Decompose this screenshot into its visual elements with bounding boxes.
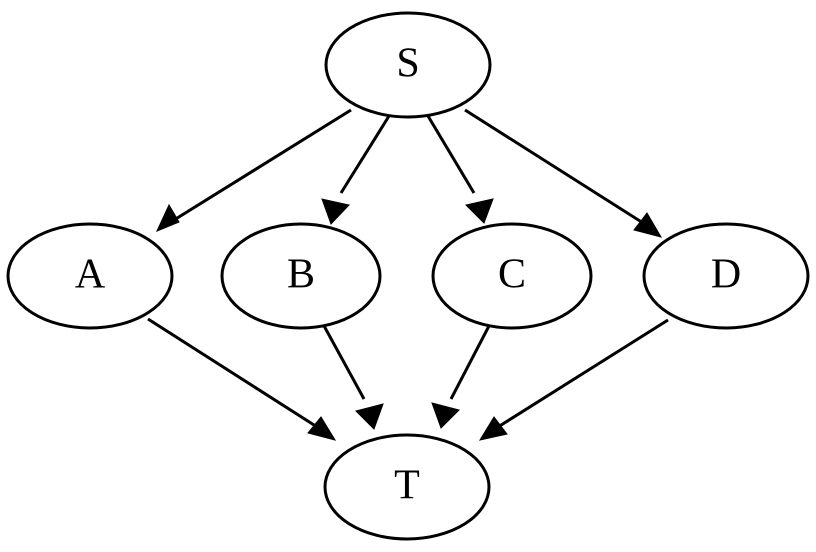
edge-c-t[interactable] [431,323,492,429]
node-s-ellipse [324,11,492,119]
edge-b-t-line [321,323,366,400]
node-t-label: T [394,463,420,509]
node-a-ellipse [6,222,174,330]
node-t-ellipse [323,433,491,541]
edge-d-t-line [489,318,669,434]
node-b-label: B [287,252,315,298]
edge-s-b-arrowhead [321,198,350,225]
node-layer: S A B C D T [6,11,810,541]
node-t[interactable]: T [323,433,491,541]
node-s-label: S [396,41,419,87]
node-a[interactable]: A [6,222,174,330]
edge-c-t-line [449,323,492,400]
edge-d-t-arrowhead [478,416,508,441]
node-a-label: A [75,252,106,298]
edge-a-t-line [147,317,326,434]
edge-s-d-arrowhead [633,212,663,238]
node-c-label: C [498,252,526,298]
edge-s-a[interactable] [156,108,352,232]
edge-s-d-line [464,108,652,230]
edge-s-a-line [165,108,352,227]
edge-a-t[interactable] [147,317,337,441]
node-d[interactable]: D [642,222,810,330]
node-s[interactable]: S [324,11,492,119]
edge-d-t[interactable] [478,318,669,441]
node-d-label: D [711,252,741,298]
edge-s-c[interactable] [426,115,494,224]
edge-layer [147,108,669,441]
edge-s-c-line [426,115,476,194]
edge-c-t-arrowhead [431,402,460,429]
edge-s-c-arrowhead [465,198,494,224]
node-c-ellipse [431,222,593,330]
node-b[interactable]: B [220,222,382,330]
edge-b-t[interactable] [321,323,384,430]
node-c[interactable]: C [431,222,593,330]
edge-s-b-line [339,115,391,194]
edge-b-t-arrowhead [355,403,384,430]
node-b-ellipse [220,222,382,330]
edge-a-t-arrowhead [307,416,337,441]
edge-s-a-arrowhead [156,203,180,232]
edge-s-d[interactable] [464,108,663,238]
edge-s-b[interactable] [321,115,391,225]
node-d-ellipse [642,222,810,330]
